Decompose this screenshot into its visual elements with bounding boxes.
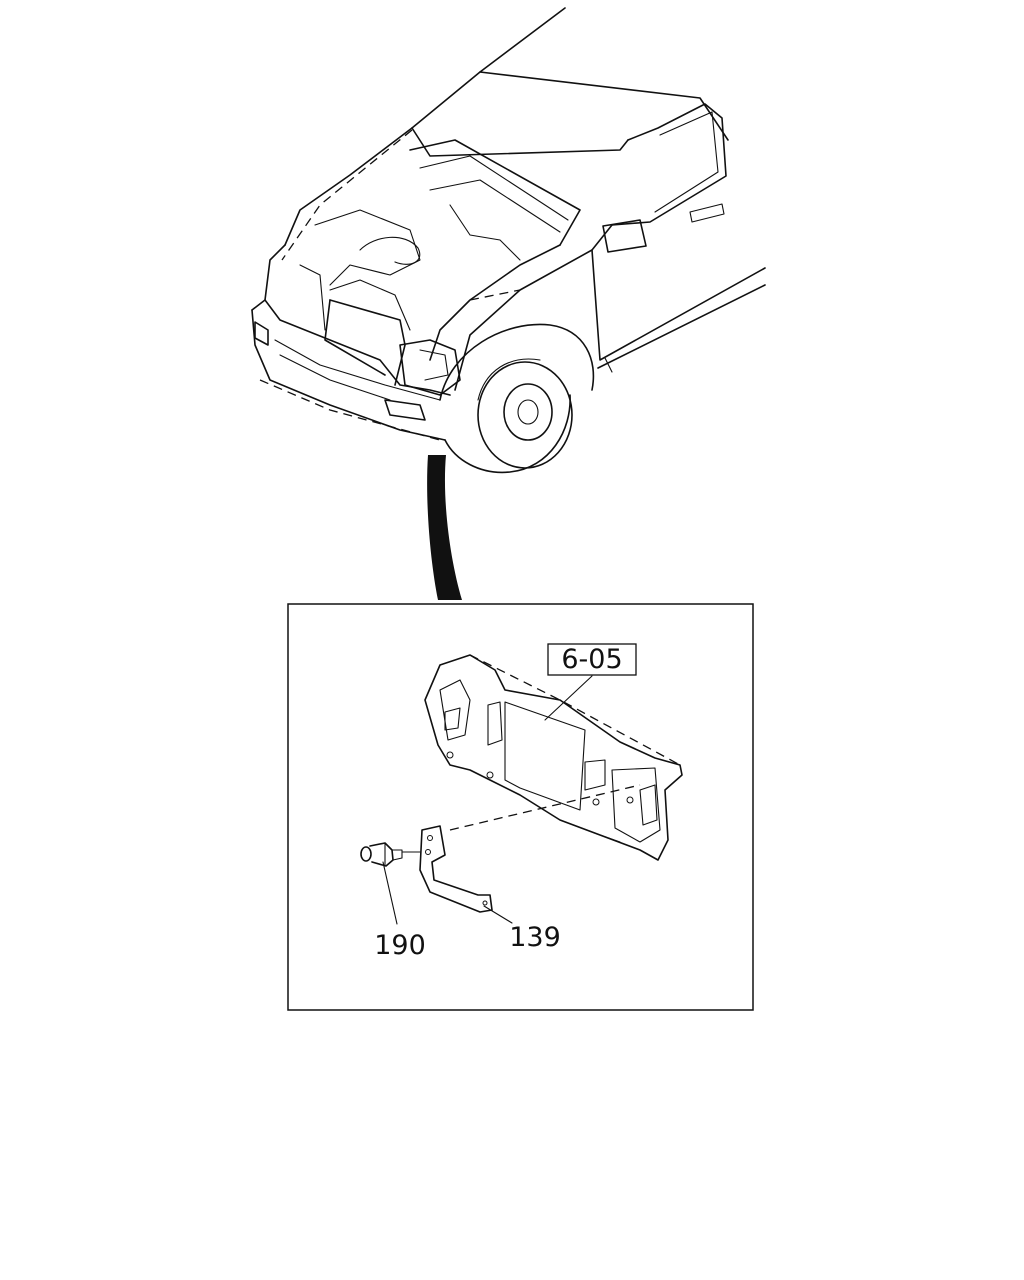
mount-alignment-line (449, 784, 641, 831)
reference-leader (544, 675, 593, 721)
callout-139: 139 (509, 922, 561, 953)
detail-pointer (427, 455, 462, 600)
vehicle-front-view (251, 7, 766, 600)
radiator-support-panel (424, 654, 683, 861)
reference-label: 6-05 (561, 644, 622, 675)
bracket-part (419, 825, 493, 913)
detail-frame (287, 603, 754, 1011)
reference-box: 6-05 (547, 643, 637, 676)
callout-190: 190 (374, 930, 426, 961)
bolt-part (360, 842, 421, 867)
leader-139 (483, 905, 513, 924)
leader-190 (382, 861, 398, 925)
